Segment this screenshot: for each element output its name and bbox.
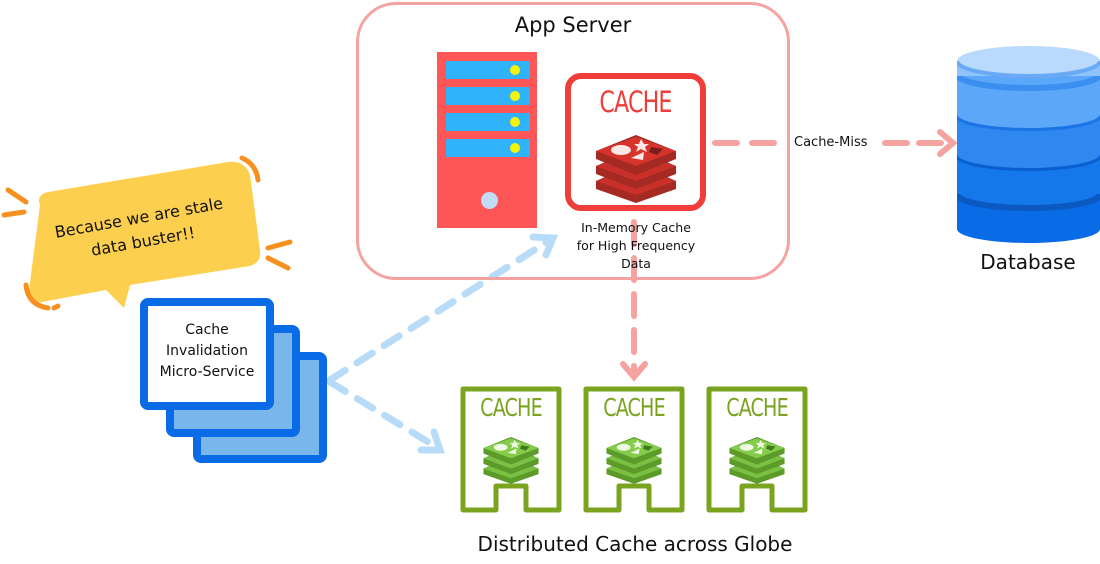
cache-miss-arrowhead bbox=[937, 129, 958, 157]
server-tower-icon bbox=[437, 52, 537, 228]
power-button-icon bbox=[481, 192, 498, 209]
distributed-cache-caption: Distributed Cache across Globe bbox=[477, 532, 793, 556]
distributed-cache-node: CACHE bbox=[583, 386, 685, 513]
database-icon bbox=[957, 46, 1100, 243]
speech-bubble bbox=[1, 155, 293, 311]
distributed-cache-node: CACHE bbox=[706, 386, 808, 513]
server-slot bbox=[446, 87, 530, 105]
cache-label: CACHE bbox=[599, 85, 672, 119]
arrow-to-distributed-arrowhead bbox=[620, 361, 648, 382]
arrow-to-distributed-cache bbox=[326, 378, 442, 452]
redis-logo-icon bbox=[596, 135, 676, 203]
database-label: Database bbox=[980, 250, 1076, 274]
cache-miss-label: Cache-Miss bbox=[794, 135, 868, 150]
cache-label: CACHE bbox=[480, 393, 542, 422]
emphasis-marks-icon bbox=[1, 155, 293, 311]
redis-logo-icon bbox=[483, 436, 539, 484]
redis-logo-icon bbox=[606, 436, 662, 484]
in-memory-cache-caption: In-Memory Cache for High Frequency Data bbox=[560, 219, 712, 273]
led-icon bbox=[510, 117, 520, 127]
arrowhead-distributed-cache bbox=[417, 428, 445, 454]
led-icon bbox=[510, 143, 520, 153]
label-line: Cache bbox=[185, 322, 229, 338]
arrow-to-memory-cache bbox=[326, 236, 554, 384]
caption-line: In-Memory Cache bbox=[581, 220, 691, 235]
server-slot bbox=[446, 61, 530, 79]
speech-bubble-shape bbox=[29, 161, 261, 308]
distributed-cache-node: CACHE bbox=[460, 386, 562, 513]
redis-logo-icon bbox=[729, 436, 785, 484]
led-icon bbox=[510, 91, 520, 101]
microservice-label: Cache Invalidation Micro-Service bbox=[148, 320, 266, 383]
server-slot bbox=[446, 113, 530, 131]
arrowhead-memory-cache bbox=[529, 233, 559, 259]
cache-invalidation-microservice: Cache Invalidation Micro-Service bbox=[140, 298, 274, 410]
cache-label: CACHE bbox=[726, 393, 788, 422]
label-line: Invalidation bbox=[166, 343, 248, 359]
server-slot bbox=[446, 139, 530, 157]
app-server-container bbox=[356, 2, 790, 280]
app-server-title: App Server bbox=[514, 13, 632, 37]
cache-label: CACHE bbox=[603, 393, 665, 422]
led-icon bbox=[510, 65, 520, 75]
label-line: Micro-Service bbox=[159, 364, 255, 380]
caption-line: for High Frequency Data bbox=[576, 238, 696, 271]
in-memory-cache-node: CACHE bbox=[565, 73, 706, 211]
